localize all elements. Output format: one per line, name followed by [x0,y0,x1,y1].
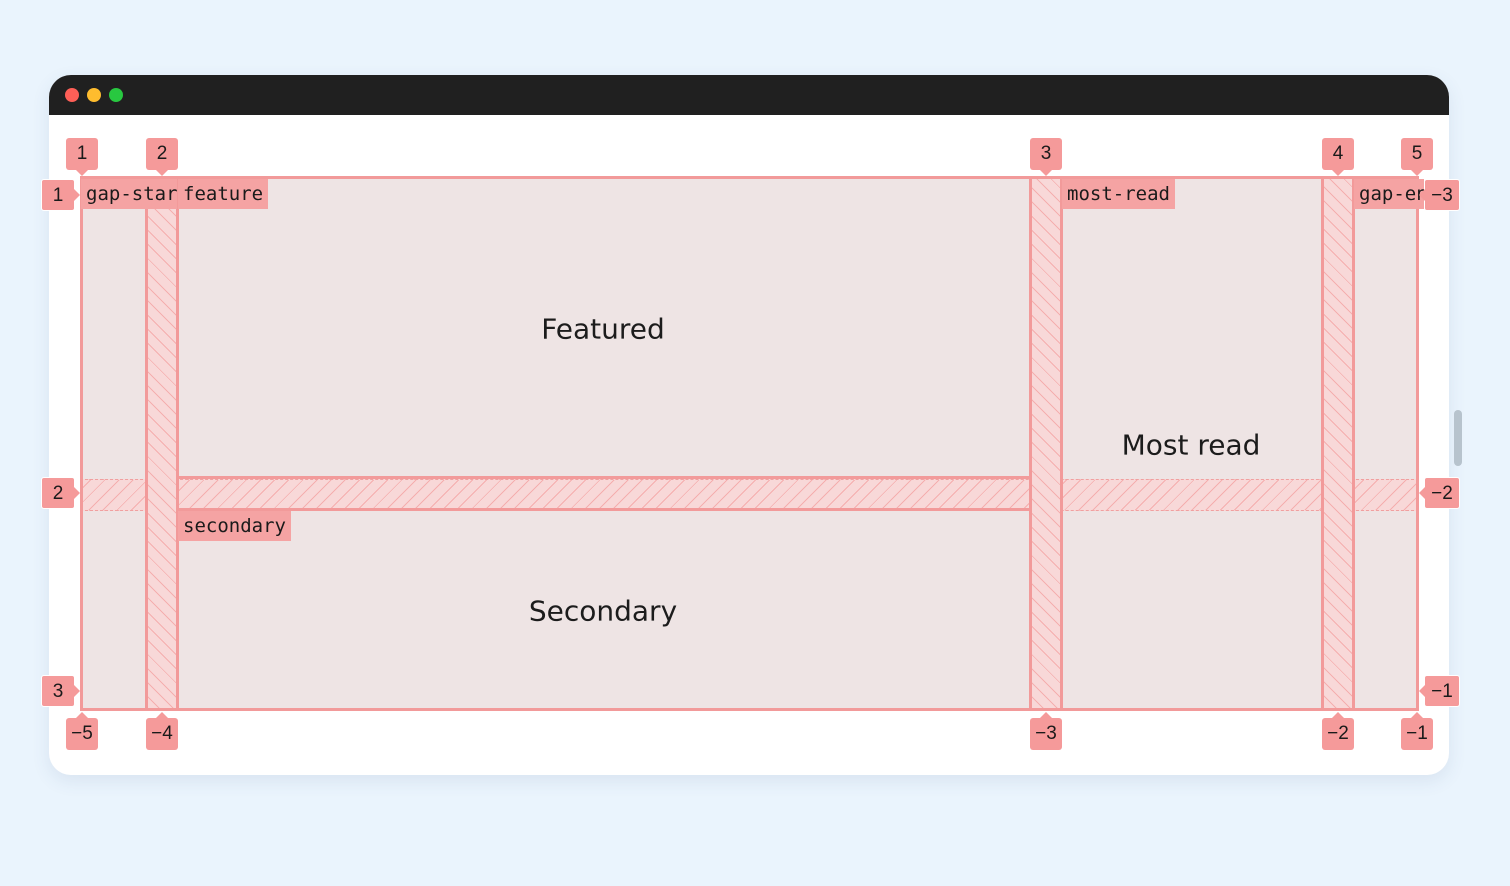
minimize-window-button[interactable] [87,88,101,102]
scrollbar-thumb[interactable] [1454,410,1462,466]
window-titlebar [49,75,1449,115]
browser-window [49,75,1449,775]
zoom-window-button[interactable] [109,88,123,102]
close-window-button[interactable] [65,88,79,102]
